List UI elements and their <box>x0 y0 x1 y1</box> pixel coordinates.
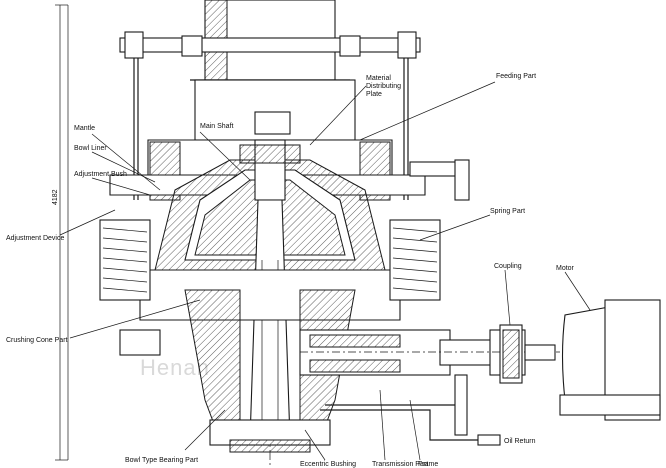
crushing-cone-part-label: Crushing Cone Part <box>6 337 68 344</box>
spring-right <box>389 219 441 301</box>
transmission-part-label: Transmission Part <box>372 461 428 468</box>
leader-lines <box>59 81 591 461</box>
motor <box>559 299 661 421</box>
adjustment-bush-label: Adjustment Bush <box>74 171 127 178</box>
svg-text:Material: Material <box>366 75 391 82</box>
oil-return-label: Oil Return <box>504 438 536 445</box>
svg-text:Distributing: Distributing <box>366 83 401 90</box>
oil-piping <box>320 374 501 446</box>
dimension-value: 4182 <box>52 189 59 205</box>
mantle-label: Mantle <box>74 125 95 132</box>
bowl-type-bearing-part-label: Bowl Type Bearing Part <box>125 457 198 464</box>
main-shaft-label: Main Shaft <box>200 123 234 130</box>
spring-left <box>99 219 151 301</box>
coupling <box>499 324 523 384</box>
svg-text:Plate: Plate <box>366 91 382 98</box>
motor-label: Motor <box>556 265 575 272</box>
eccentric-bushing-label: Eccentric Bushing <box>300 461 356 468</box>
spring-part-label: Spring Part <box>490 208 525 215</box>
feeding-part-label: Feeding Part <box>496 73 536 80</box>
top-beam <box>119 31 421 200</box>
frame-label: Frame <box>418 461 438 468</box>
adjustment-arm <box>409 159 470 201</box>
adjustment-device-label: Adjustment Device <box>6 235 64 242</box>
feed-hopper <box>190 0 356 141</box>
coupling-label: Coupling <box>494 263 522 270</box>
dimension-line: 4182 <box>52 4 69 461</box>
material-distributing-plate-label: Material Distributing Plate <box>366 75 401 98</box>
bowl-liner-label: Bowl Liner <box>74 145 107 152</box>
